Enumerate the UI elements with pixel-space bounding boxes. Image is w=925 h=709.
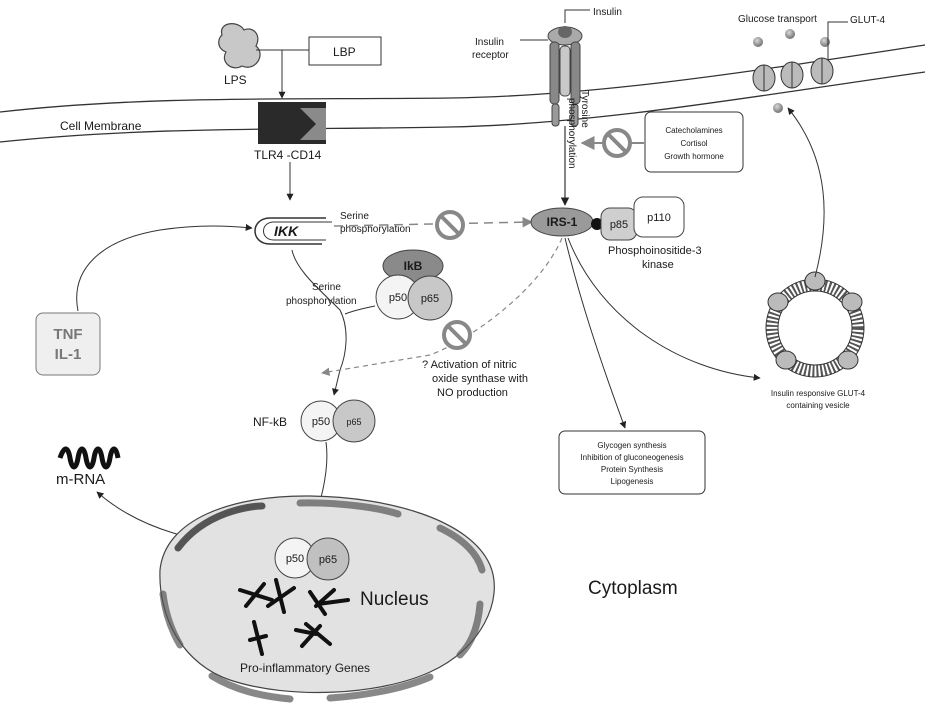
tyrosine-label-1: Tyrosine [579,90,590,128]
insulin-label: Insulin [593,7,622,18]
effect-3: Protein Synthesis [601,465,663,474]
serine-top-2: phosphorylation [340,224,411,235]
vesicle-label-2: containing vesicle [786,401,850,410]
nos-label-3: NO production [437,387,508,399]
pi3k-label-1: Phosphoinositide-3 [608,245,702,257]
lps-label: LPS [224,73,247,87]
mrna-label: m-RNA [56,471,105,488]
ikb-label: IkB [404,259,423,273]
vesicle-label-1: Insulin responsive GLUT-4 [771,389,866,398]
glut4-label: GLUT-4 [850,15,885,26]
irs1-label: IRS-1 [547,215,578,229]
no-symbol-icon [435,210,465,240]
p65-label: p65 [421,293,439,305]
inhibitor-1: Catecholamines [665,126,722,135]
cell-membrane-label: Cell Membrane [60,119,142,133]
glut4-vesicle [765,271,865,378]
ikk-label: IKK [274,223,299,239]
nuclear-p50-label: p50 [286,553,304,565]
insulin-receptor-icon [547,26,583,127]
pi3k-label-2: kinase [642,259,674,271]
glut4-transporters [752,57,834,92]
p65-node [407,275,453,321]
lbp-label: LBP [333,45,356,59]
tlr4-label: TLR4 -CD14 [254,148,322,162]
p85-label: p85 [610,219,628,231]
lbp-box [308,36,382,66]
effect-1: Glycogen synthesis [597,441,666,450]
effect-2: Inhibition of gluconeogenesis [580,453,683,462]
effect-4: Lipogenesis [611,477,654,486]
nucleus-label: Nucleus [360,589,429,610]
p110-label: p110 [647,212,671,224]
tlr4-cd14-receptor [258,102,326,144]
nfkb-p65-label: p65 [346,417,361,427]
no-symbol-icon [442,320,472,350]
p50-label: p50 [389,292,407,304]
metabolic-effects-box [558,430,706,495]
hormone-inhibitors-box [644,111,744,173]
tyrosine-label-2: phosphorylation [566,98,577,169]
cytoplasm-label: Cytoplasm [588,578,678,599]
insulin-receptor-label-2: receptor [472,50,509,61]
nuclear-p65-node [306,537,350,581]
glucose-transport-label: Glucose transport [738,14,817,25]
nuclear-p65-label: p65 [319,554,337,566]
no-symbol-icon [602,128,632,158]
tnf-label: TNF [53,326,82,343]
inhibitor-2: Cortisol [680,139,707,148]
p110-box [633,196,685,238]
serine-mid-1: Serine [312,282,341,293]
nos-label-1: ? Activation of nitric [422,359,517,371]
mrna-icon [57,446,121,470]
tnf-il1-box [35,312,101,376]
chromosomes [238,578,350,656]
serine-top-1: Serine [340,211,369,222]
nfkb-label: NF-kB [253,415,287,429]
nos-label-2: oxide synthase with [432,373,528,385]
insulin-receptor-label-1: Insulin [475,37,504,48]
genes-label: Pro-inflammatory Genes [240,661,370,675]
il1-label: IL-1 [55,346,82,363]
inhibitor-3: Growth hormone [664,152,724,161]
lps-shape [218,23,261,69]
nfkb-p50-label: p50 [312,416,330,428]
serine-mid-2: phosphorylation [286,296,357,307]
nfkb-p65-node [332,399,376,443]
ikk-complex [254,217,332,245]
